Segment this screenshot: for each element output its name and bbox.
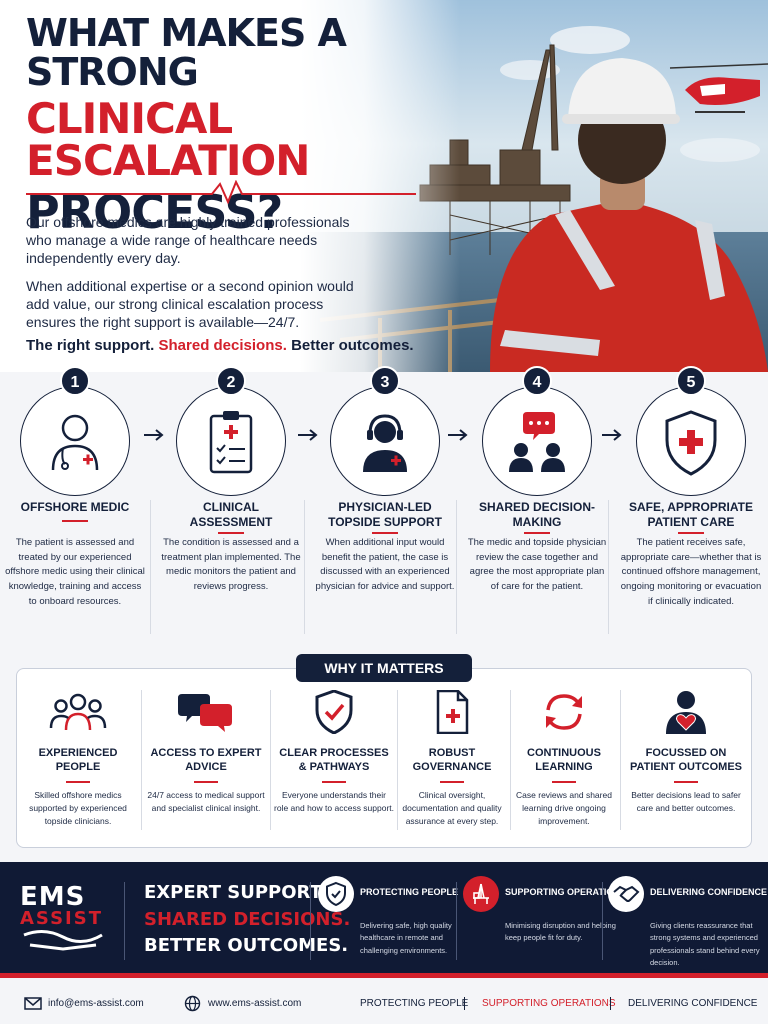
wave-logo-icon	[23, 930, 103, 951]
footer-pill-delivering-confidence: DELIVERING CONFIDENCE	[628, 998, 758, 1009]
shield-check-icon	[315, 690, 353, 734]
why-item-title: FOCUSSED ON PATIENT OUTCOMES	[629, 747, 743, 774]
shield-cross-icon	[665, 410, 717, 476]
people-group-icon	[49, 693, 107, 731]
why-item-title: ROBUST GOVERNANCE	[412, 747, 492, 774]
contact-bar: info@ems-assist.com www.ems-assist.com P…	[0, 984, 768, 1024]
why-item-title: CONTINUOUS LEARNING	[527, 747, 601, 774]
why-item-expert-advice: ACCESS TO EXPERT ADVICE 24/7 access to m…	[146, 690, 266, 815]
why-it-matters-panel	[16, 668, 752, 848]
why-item-description: Skilled offshore medics supported by exp…	[29, 789, 127, 826]
footer-col-label: PROTECTING PEOPLE	[360, 887, 459, 897]
arrow-right-icon	[298, 429, 318, 441]
discussion-icon	[509, 412, 565, 472]
why-item-title: ACCESS TO EXPERT ADVICE	[150, 747, 262, 774]
slogan-line-2: SHARED DECISIONS.	[144, 908, 351, 930]
why-item-clear-processes: CLEAR PROCESSES & PATHWAYS Everyone unde…	[274, 690, 394, 815]
email-link[interactable]: info@ems-assist.com	[48, 998, 144, 1009]
website-link[interactable]: www.ems-assist.com	[208, 998, 302, 1009]
step-number: 3	[370, 366, 400, 396]
tagline-part-2: Shared decisions.	[158, 337, 287, 354]
arrow-right-icon	[448, 429, 468, 441]
footer-pill-supporting-operations: SUPPORTING OPERATIONS	[482, 998, 616, 1009]
why-item-title: EXPERIENCED PEOPLE	[38, 747, 118, 774]
why-item-description: Better decisions lead to safer care and …	[631, 789, 741, 813]
footer-col-description: Giving clients reassurance that strong s…	[650, 921, 760, 968]
heartbeat-divider-icon	[26, 180, 416, 204]
footer-banner: EMS ASSIST EXPERT SUPPORT. SHARED DECISI…	[0, 862, 768, 978]
oil-rig-icon	[473, 883, 489, 904]
arrow-right-icon	[144, 429, 164, 441]
why-item-description: Case reviews and shared learning drive o…	[516, 789, 612, 826]
handshake-icon	[613, 885, 640, 902]
why-item-description: Clinical oversight, documentation and qu…	[402, 789, 502, 826]
why-item-patient-outcomes: FOCUSSED ON PATIENT OUTCOMES Better deci…	[626, 690, 746, 815]
headset-physician-icon	[363, 414, 407, 472]
footer-col-description: Delivering safe, high quality healthcare…	[360, 921, 452, 955]
why-item-description: 24/7 access to medical support and speci…	[147, 789, 265, 813]
title-line-3: PROCESS?	[26, 185, 283, 240]
step-description: The patient is assessed and treated by o…	[5, 537, 145, 607]
tagline-part-3: Better outcomes.	[291, 337, 414, 354]
offshore-medic-photo	[300, 0, 768, 372]
intro-text: Our offshore medics are highly trained p…	[26, 213, 376, 340]
why-item-continuous-learning: CONTINUOUS LEARNING Case reviews and sha…	[504, 690, 624, 828]
step-description: When additional input would benefit the …	[315, 537, 455, 593]
refresh-icon	[546, 694, 582, 730]
slogan-line-1: EXPERT SUPPORT.	[144, 882, 326, 903]
title-line-2: CLINICAL ESCALATION	[26, 93, 310, 186]
step-description: The condition is assessed and a treatmen…	[161, 537, 301, 593]
footer-col-label: SUPPORTING OPERATIONS	[505, 887, 626, 897]
why-it-matters-heading: WHY IT MATTERS	[296, 654, 472, 682]
title-line-1: WHAT MAKES A STRONG	[26, 11, 347, 94]
slogan-line-3: BETTER OUTCOMES.	[144, 935, 349, 957]
step-title: SAFE, APPROPRIATE PATIENT CARE	[628, 500, 753, 529]
step-title: CLINICAL ASSESSMENT	[189, 500, 273, 529]
logo-text-top: EMS	[20, 882, 86, 912]
step-description: The medic and topside physician review t…	[467, 537, 607, 593]
medic-icon	[51, 414, 99, 471]
step-title: PHYSICIAN-LED TOPSIDE SUPPORT	[328, 500, 442, 529]
why-item-governance: ROBUST GOVERNANCE Clinical oversight, do…	[392, 690, 512, 828]
step-number: 2	[216, 366, 246, 396]
arrow-right-icon	[602, 429, 622, 441]
person-heart-icon	[666, 691, 706, 734]
why-item-description: Everyone understands their role and how …	[274, 789, 395, 813]
footer-col-description: Minimising disruption and helping keep p…	[505, 921, 616, 943]
clipboard-icon	[209, 411, 253, 474]
why-item-title: CLEAR PROCESSES & PATHWAYS	[279, 747, 389, 774]
ems-assist-logo: EMS ASSIST	[20, 882, 106, 962]
step-description: The patient receives safe, appropriate c…	[620, 537, 762, 607]
chat-bubbles-icon	[178, 694, 232, 732]
hero-section: WHAT MAKES A STRONG CLINICAL ESCALATION …	[0, 0, 768, 372]
step-title: OFFSHORE MEDIC	[20, 500, 130, 514]
why-item-experienced-people: EXPERIENCED PEOPLE Skilled offshore medi…	[18, 690, 138, 828]
process-steps: 1 OFFSHORE MEDIC The patient is assessed…	[0, 366, 768, 646]
step-number: 5	[676, 366, 706, 396]
document-cross-icon	[436, 690, 469, 734]
step-number: 4	[522, 366, 552, 396]
footer-slogan: EXPERT SUPPORT. SHARED DECISIONS. BETTER…	[144, 880, 350, 960]
email-icon	[24, 997, 42, 1010]
step-title: SHARED DECISION-MAKING	[478, 500, 595, 529]
intro-paragraph-2: When additional expertise or a second op…	[26, 277, 354, 330]
tagline: The right support. Shared decisions. Bet…	[26, 337, 414, 354]
globe-icon	[184, 995, 201, 1012]
tagline-part-1: The right support.	[26, 337, 155, 354]
step-number: 1	[60, 366, 90, 396]
intro-paragraph-1: Our offshore medics are highly trained p…	[26, 214, 350, 267]
footer-col-label: DELIVERING CONFIDENCE	[650, 887, 768, 897]
shield-check-icon	[326, 881, 346, 907]
page-title: WHAT MAKES A STRONG CLINICAL ESCALATION …	[26, 14, 496, 236]
footer-pill-protecting-people: PROTECTING PEOPLE	[360, 998, 469, 1009]
logo-text-bottom: ASSIST	[20, 908, 103, 929]
